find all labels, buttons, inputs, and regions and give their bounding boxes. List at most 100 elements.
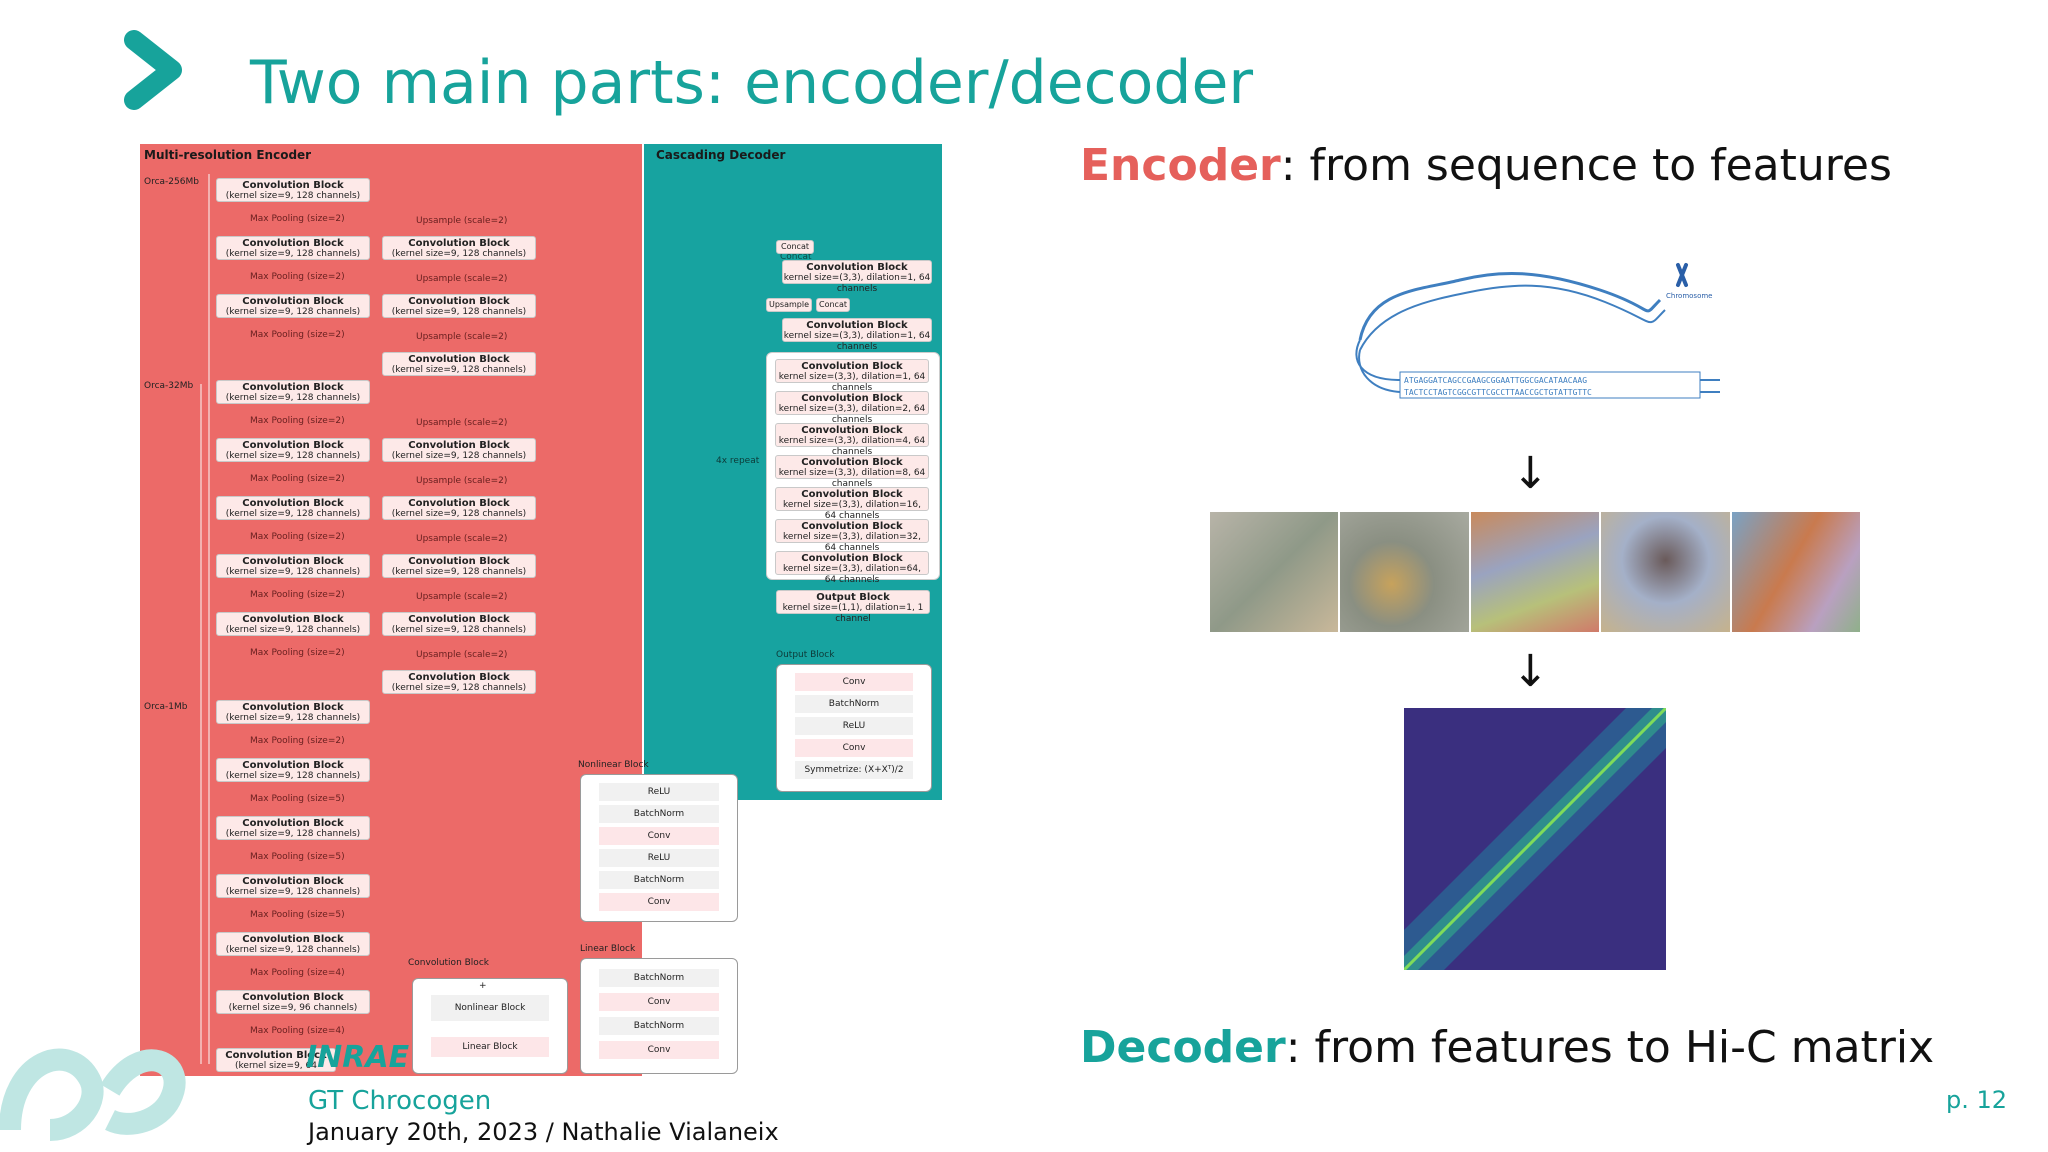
encoder-conv-block: Convolution Block(kernel size=9, 128 cha… — [216, 700, 370, 724]
slide-title: Two main parts: encoder/decoder — [250, 48, 1254, 118]
encoder-panel-title: Multi-resolution Encoder — [144, 148, 312, 162]
encoder-skip-line — [208, 174, 210, 1064]
inrae-watermark-icon — [0, 1048, 186, 1141]
maxpool-label: Max Pooling (size=5) — [250, 794, 345, 804]
layer-conv: Conv — [795, 673, 913, 691]
encoder-conv-block: Convolution Block(kernel size=9, 128 cha… — [216, 554, 370, 578]
convolution-block-label: Convolution Block — [408, 958, 489, 968]
maxpool-label: Max Pooling (size=2) — [250, 416, 345, 426]
maxpool-label: Max Pooling (size=2) — [250, 214, 345, 224]
layer-conv: Conv — [795, 739, 913, 757]
encoder-conv-block: Convolution Block(kernel size=9, 128 cha… — [216, 438, 370, 462]
feature-image — [1210, 512, 1341, 632]
maxpool-label: Max Pooling (size=2) — [250, 272, 345, 282]
architecture-diagram: Multi-resolution Encoder Cascading Decod… — [140, 144, 942, 1076]
encoder-conv-block: Convolution Block(kernel size=9, 128 cha… — [382, 554, 536, 578]
chevron-right-icon — [124, 30, 182, 110]
encoder-conv-block: Convolution Block(kernel size=9, 128 cha… — [382, 670, 536, 694]
hic-matrix-heatmap — [1404, 708, 1666, 970]
encoder-conv-block: Convolution Block(kernel size=9, 128 cha… — [216, 874, 370, 898]
layer-conv: Conv — [599, 893, 719, 911]
layer-relu: ReLU — [795, 717, 913, 735]
encoder-text: : from sequence to features — [1280, 140, 1892, 191]
layer-conv: Conv — [599, 827, 719, 845]
maxpool-label: Max Pooling (size=4) — [250, 968, 345, 978]
output-block-detail: Conv BatchNorm ReLU Conv Symmetrize: (X+… — [776, 664, 932, 792]
maxpool-label: Max Pooling (size=4) — [250, 1026, 345, 1036]
encoder-conv-block: Convolution Block(kernel size=9, 128 cha… — [382, 294, 536, 318]
encoder-conv-block: Convolution Block(kernel size=9, 128 cha… — [382, 496, 536, 520]
nonlinear-block-detail: ReLU BatchNorm Conv ReLU BatchNorm Conv — [580, 774, 738, 922]
footer-date-author: January 20th, 2023 / Nathalie Vialaneix — [308, 1118, 779, 1146]
upsample-label: Upsample (scale=2) — [416, 534, 508, 544]
upsample-label: Upsample (scale=2) — [416, 418, 508, 428]
maxpool-label: Max Pooling (size=2) — [250, 330, 345, 340]
encoder-conv-block: Convolution Block(kernel size=9, 128 cha… — [216, 816, 370, 840]
encoder-conv-block: Convolution Block(kernel size=9, 64 — [216, 1048, 336, 1072]
upsample-label: Upsample (scale=2) — [416, 274, 508, 284]
maxpool-label: Max Pooling (size=2) — [250, 474, 345, 484]
plus-node: + — [479, 981, 487, 991]
encoder-conv-block: Convolution Block(kernel size=9, 128 cha… — [382, 352, 536, 376]
encoder-conv-block: Convolution Block(kernel size=9, 128 cha… — [382, 612, 536, 636]
maxpool-label: Max Pooling (size=5) — [250, 852, 345, 862]
feature-visualizations — [1210, 512, 1861, 632]
encoder-conv-block: Convolution Block(kernel size=9, 128 cha… — [382, 236, 536, 260]
layer-batchnorm: BatchNorm — [599, 805, 719, 823]
encoder-conv-block: Convolution Block(kernel size=9, 128 cha… — [216, 932, 370, 956]
res-label-256mb: Orca-256Mb — [144, 177, 199, 187]
res-label-1mb: Orca-1Mb — [144, 702, 188, 712]
repeat-label: 4x repeat — [716, 456, 760, 466]
decoder-description: Decoder: from features to Hi-C matrix — [1080, 1022, 1934, 1073]
page-number: p. 12 — [1946, 1086, 2008, 1114]
layer-conv: Conv — [599, 1041, 719, 1059]
inrae-logo: INRAE — [306, 1040, 410, 1075]
layer-batchnorm: BatchNorm — [599, 1017, 719, 1035]
upsample-label: Upsample (scale=2) — [416, 332, 508, 342]
linear-block-detail: BatchNorm Conv BatchNorm Conv — [580, 958, 738, 1074]
layer-batchnorm: BatchNorm — [599, 969, 719, 987]
feature-image — [1470, 512, 1602, 632]
convolution-block-detail: + Nonlinear Block Linear Block — [412, 978, 568, 1074]
concat-label: Concat — [780, 252, 812, 262]
feature-image — [1601, 512, 1732, 632]
layer-batchnorm: BatchNorm — [599, 871, 719, 889]
upsample-label: Upsample (scale=2) — [416, 592, 508, 602]
encoder-conv-block: Convolution Block(kernel size=9, 128 cha… — [216, 496, 370, 520]
concat-box: Concat — [776, 240, 814, 254]
upsample-label: Upsample (scale=2) — [416, 216, 508, 226]
encoder-conv-block: Convolution Block(kernel size=9, 128 cha… — [216, 236, 370, 260]
encoder-conv-block: Convolution Block(kernel size=9, 128 cha… — [216, 380, 370, 404]
nonlinear-block-box: Nonlinear Block — [431, 995, 549, 1021]
encoder-skip-line — [200, 384, 202, 1064]
dna-sequence-bottom: TACTCCTAGTCGGCGTTCGCCTTAACCGCTGTATTGTTC — [1404, 388, 1592, 397]
linear-block-box: Linear Block — [431, 1037, 549, 1057]
nonlinear-block-label: Nonlinear Block — [578, 760, 649, 770]
upsample-label: Upsample (scale=2) — [416, 476, 508, 486]
maxpool-label: Max Pooling (size=2) — [250, 532, 345, 542]
layer-conv: Conv — [599, 993, 719, 1011]
linear-block-label: Linear Block — [580, 944, 636, 954]
maxpool-label: Max Pooling (size=2) — [250, 736, 345, 746]
layer-relu: ReLU — [599, 849, 719, 867]
down-arrow-icon: ↓ — [1512, 646, 1549, 697]
maxpool-label: Max Pooling (size=5) — [250, 910, 345, 920]
encoder-description: Encoder: from sequence to features — [1080, 140, 1892, 191]
encoder-conv-block: Convolution Block(kernel size=9, 128 cha… — [216, 758, 370, 782]
output-block-label: Output Block — [776, 650, 835, 660]
footer-organization: GT Chrocogen — [308, 1086, 492, 1116]
feature-image — [1731, 512, 1861, 632]
upsample-label: Upsample (scale=2) — [416, 650, 508, 660]
layer-batchnorm: BatchNorm — [795, 695, 913, 713]
upsample-box: Upsample — [766, 298, 812, 312]
